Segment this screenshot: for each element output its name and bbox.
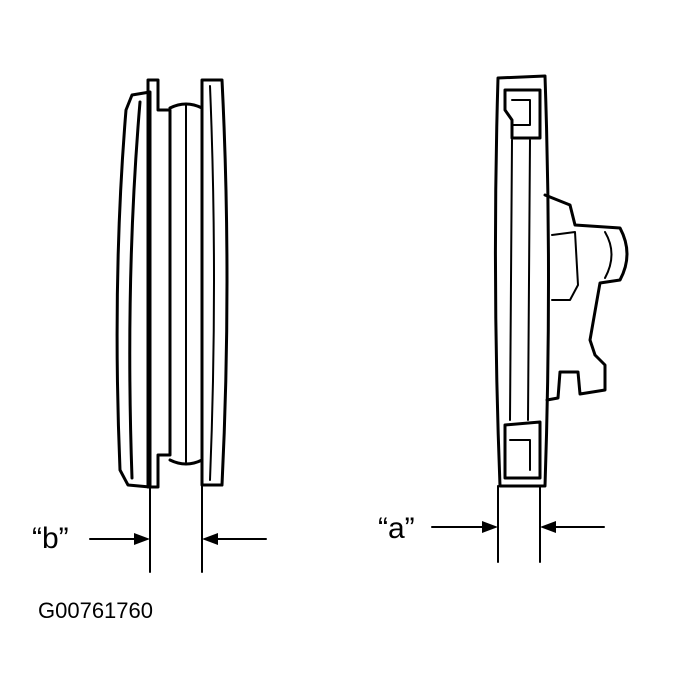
figure-code: G00761760: [38, 598, 153, 623]
dimension-a: [431, 485, 605, 563]
hub-shaft-end: [604, 231, 613, 279]
hub-top-cap: [503, 88, 542, 140]
hub-bottom-cap: [503, 420, 542, 480]
hub-main-body: [493, 74, 550, 488]
dimension-b-arrow-left: [134, 533, 150, 545]
hub-rail-right: [527, 139, 531, 421]
dimension-a-label: “a”: [378, 512, 415, 545]
pulley-rim-inner-edge: [128, 100, 142, 480]
hub-bottom-notch: [509, 439, 531, 471]
hub-shaft-housing: [543, 193, 629, 402]
dimension-a-arrow-right: [540, 521, 556, 533]
dimension-a-arrow-left: [482, 521, 498, 533]
dimension-b: [89, 484, 267, 573]
pulley-left-flange: [146, 78, 172, 489]
dimension-b-label: “b”: [32, 522, 69, 555]
hub-top-notch: [511, 99, 531, 126]
pulley-right-flange: [200, 78, 229, 487]
hub-shaft-detail: [551, 231, 579, 301]
dimension-b-arrow-right: [202, 533, 218, 545]
hub-rail-left: [509, 139, 513, 421]
pulley-side-view: [115, 78, 229, 489]
hub-assembly: [493, 74, 629, 488]
pulley-outer-rim: [115, 90, 152, 489]
pulley-right-flange-edge: [209, 85, 215, 481]
